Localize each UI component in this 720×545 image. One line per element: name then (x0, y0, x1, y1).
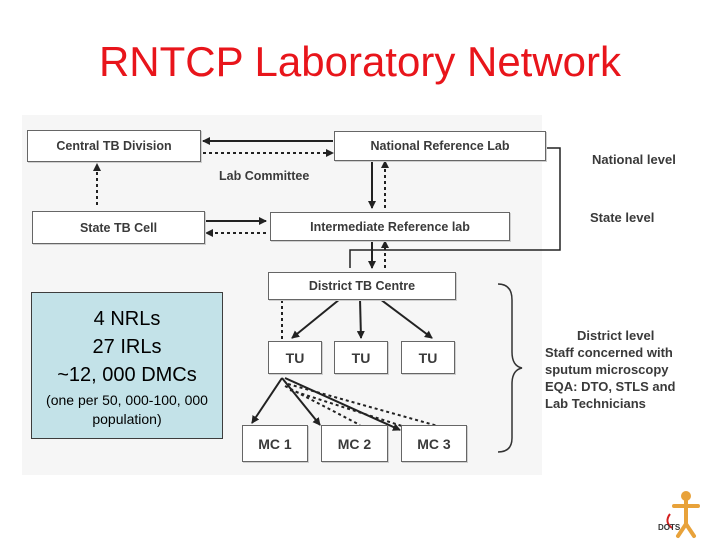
dots-logo: DOTS (656, 488, 712, 540)
central-tb-division-box: Central TB Division (27, 130, 201, 162)
arrow-tu-to-mc2 (281, 377, 321, 426)
tu-box-3: TU (401, 341, 455, 374)
district-bracket (497, 283, 523, 453)
arrow-tu-to-mc3 (284, 377, 401, 431)
arrow-tu-to-mc1 (251, 377, 283, 424)
callout-dmcs: ~12, 000 DMCs (57, 364, 197, 386)
tu-box-2: TU (334, 341, 388, 374)
line-nrl-to-dtc (349, 147, 561, 268)
district-level-label: District level (577, 328, 655, 343)
district-desc-line-4: Lab Technicians (545, 396, 646, 411)
tu-box-1: TU (268, 341, 322, 374)
network-summary-callout: 4 NRLs 27 IRLs ~12, 000 DMCs (one per 50… (31, 292, 223, 439)
national-level-label: National level (592, 152, 676, 167)
callout-population-note: (one per 50, 000-100, 000 population) (46, 392, 208, 427)
dotted-tu-to-mc3 (287, 383, 446, 429)
state-level-label: State level (590, 210, 655, 225)
callout-irls: 27 IRLs (92, 336, 162, 358)
lab-committee-label: Lab Committee (219, 169, 310, 183)
mc3-box: MC 3 (401, 425, 467, 462)
district-level-block: District level Staff concerned with sput… (545, 327, 676, 412)
district-desc-line-3: EQA: DTO, STLS and (545, 379, 676, 394)
slide-title: RNTCP Laboratory Network (98, 38, 622, 85)
arrow-dtc-to-tu1 (291, 298, 341, 339)
district-desc-line-1: Staff concerned with (545, 345, 673, 360)
mc2-box: MC 2 (321, 425, 388, 462)
mc1-box: MC 1 (242, 425, 308, 462)
district-desc-line-2: sputum microscopy (545, 362, 669, 377)
arrow-dtc-to-tu2 (356, 298, 365, 339)
logo-text: DOTS (658, 523, 681, 532)
arrow-dtc-to-tu3 (379, 298, 433, 339)
district-tb-centre-box: District TB Centre (268, 272, 456, 300)
intermediate-reference-lab-box: Intermediate Reference lab (270, 212, 510, 241)
callout-nrls: 4 NRLs (93, 308, 161, 330)
national-reference-lab-box: National Reference Lab (334, 131, 546, 161)
state-tb-cell-box: State TB Cell (32, 211, 205, 244)
